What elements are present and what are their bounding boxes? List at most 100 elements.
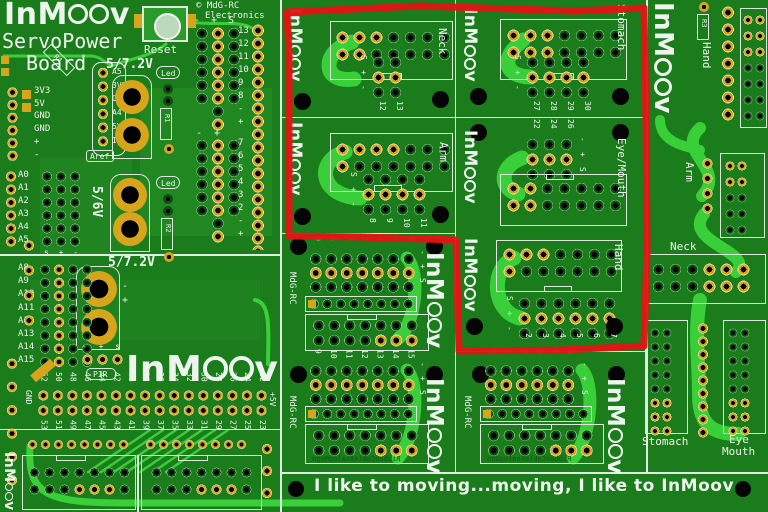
list-item: 41: [126, 420, 136, 430]
list-item: 45: [97, 420, 107, 430]
pir-signals: -+s: [82, 343, 120, 351]
list-item: +: [578, 152, 587, 157]
logo-ring-icon: [4, 492, 14, 501]
resistor-r2: R2: [161, 218, 173, 250]
list-item: 10: [402, 218, 411, 228]
list-item: 11: [344, 349, 354, 359]
pad-grid: [701, 261, 752, 295]
logo-ring-icon: [89, 3, 110, 24]
list-item: 2: [344, 236, 354, 241]
pad-row: [483, 364, 576, 378]
list-item: -: [349, 202, 358, 207]
power-pad: [115, 118, 149, 152]
list-item: -: [238, 216, 244, 226]
smd-pad: [22, 103, 31, 112]
list-item: 9: [238, 78, 244, 88]
logo-ring-icon: [289, 172, 302, 184]
divider-bottom: [281, 472, 768, 474]
logo-ring-icon: [289, 159, 302, 172]
list-item: 5: [391, 236, 400, 241]
voltage-label-2: 5/6V: [89, 186, 104, 218]
reset-label: Reset: [144, 43, 178, 56]
list-item: 42: [112, 372, 122, 382]
list-item: 12: [360, 349, 369, 359]
pad-row: [360, 172, 428, 187]
logo-ring-icon: [426, 317, 442, 333]
mounting-hole: [466, 318, 483, 335]
list-item: 51: [54, 420, 64, 430]
led2-box: Led: [156, 176, 180, 189]
list-item: 4: [375, 236, 385, 241]
list-item: -: [418, 362, 427, 367]
list-item: 52: [39, 372, 49, 382]
list-item: 3V3: [34, 86, 51, 96]
power-connector-1: [112, 75, 152, 159]
right-neck-label: Neck: [670, 240, 697, 253]
arm-signal-labels: S+-: [349, 172, 358, 217]
pad: [163, 84, 173, 94]
pad-row: [524, 152, 575, 167]
list-item: 26: [566, 119, 575, 129]
pad-strip: [38, 263, 52, 369]
mounting-hole: [608, 366, 625, 383]
pad-grid: [40, 170, 82, 248]
board-edge-left: [280, 0, 282, 512]
list-item: 13: [375, 349, 385, 359]
logo-ring-icon: [203, 356, 228, 381]
pad-row: [370, 70, 404, 85]
header-row-box: [480, 406, 592, 422]
list-item: 8: [406, 236, 416, 241]
pad-strip: [250, 24, 266, 250]
list-item: 8: [368, 218, 377, 223]
logo-ring-icon: [464, 180, 477, 192]
smd-pad: [188, 14, 196, 28]
bottom-left-logo: InMv: [1, 452, 17, 511]
pad-grid: [742, 60, 766, 124]
logo-ring-icon: [426, 443, 442, 459]
list-item: A5: [112, 67, 122, 76]
mega-gnd-label: GND: [24, 390, 33, 405]
mdg3-logo: InMv: [602, 378, 628, 475]
list-item: S: [227, 15, 234, 26]
mdg3-label: MdG-RC: [462, 396, 472, 429]
list-item: S: [580, 390, 589, 395]
pad-row: [308, 252, 416, 266]
list-item: -: [359, 85, 368, 90]
logo-ring-icon: [4, 483, 14, 492]
pad-grid: [210, 27, 226, 105]
list-item: 37: [155, 420, 165, 430]
logo-ring-icon: [654, 77, 673, 96]
pad-grid: [650, 261, 701, 295]
logo-ring-icon: [289, 45, 302, 58]
list-item: -: [513, 85, 522, 90]
reset-button-cap: [154, 13, 181, 40]
list-item: 40: [126, 372, 136, 382]
pad-grid: [210, 230, 226, 243]
logo-ring-icon: [607, 443, 623, 459]
list-item: 29: [214, 420, 224, 430]
list-item: 46: [83, 372, 93, 382]
pad-grid: [80, 352, 125, 367]
logo-ring-icon: [426, 428, 442, 443]
list-item: -: [196, 128, 203, 139]
list-item: 26: [228, 372, 238, 382]
board-subtitle-1: ServoPower: [2, 29, 123, 53]
list-item: 11: [238, 52, 249, 62]
list-item: +: [58, 248, 64, 257]
list-item: 14: [391, 349, 400, 359]
pad-row: [516, 311, 618, 326]
list-item: -: [73, 248, 78, 257]
right-stomach-label: Stomach: [642, 435, 689, 448]
r2-label: R2: [164, 224, 172, 233]
pad: [163, 194, 173, 204]
header-row-box: [305, 406, 417, 422]
list-item: S: [359, 55, 368, 60]
list-item: +: [418, 376, 427, 381]
list-item: 34: [170, 372, 180, 382]
divider-mid-col: [455, 0, 456, 472]
pad-row: [360, 187, 428, 202]
